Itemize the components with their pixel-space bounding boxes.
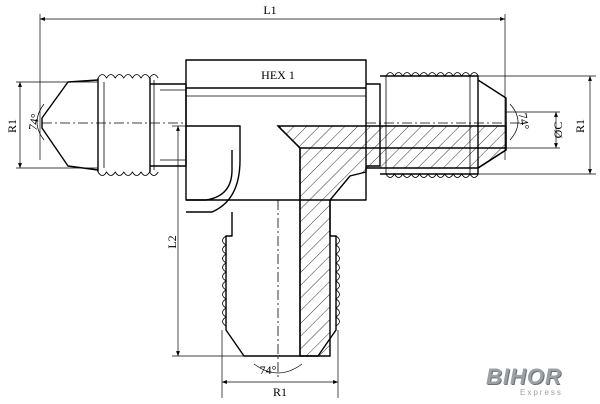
- label-right-angle: 74°: [516, 112, 533, 131]
- dimension-diameter-c: ØC: [506, 111, 565, 149]
- label-diameter: ØC: [551, 122, 565, 139]
- label-bottom-angle: 74°: [260, 363, 277, 377]
- dimension-left-angle: 74°: [26, 103, 45, 141]
- label-bottom-r1: R1: [273, 385, 287, 399]
- hex-label: HEX 1: [261, 68, 295, 82]
- dimension-l2: L2: [165, 125, 244, 357]
- hex-body: HEX 1: [185, 59, 367, 213]
- dimension-bottom-r1: R1: [221, 330, 339, 399]
- section-cut: [276, 125, 507, 357]
- label-l2: L2: [165, 235, 179, 248]
- dimension-right-r1: R1: [478, 75, 596, 175]
- logo-sub-text: Express: [520, 388, 563, 397]
- label-left-angle: 74°: [26, 112, 43, 131]
- left-flare-end: [41, 74, 187, 176]
- label-left-r1: R1: [5, 119, 19, 133]
- dimension-right-angle: 74°: [509, 103, 533, 141]
- label-l1: L1: [263, 3, 276, 17]
- dimension-left-r1: R1: [5, 81, 98, 169]
- dimension-bottom-angle: 74°: [253, 363, 303, 377]
- brand-logo: BIHOR Express: [486, 364, 596, 400]
- label-right-r1: R1: [573, 119, 587, 133]
- logo-main-text: BIHOR: [486, 364, 562, 389]
